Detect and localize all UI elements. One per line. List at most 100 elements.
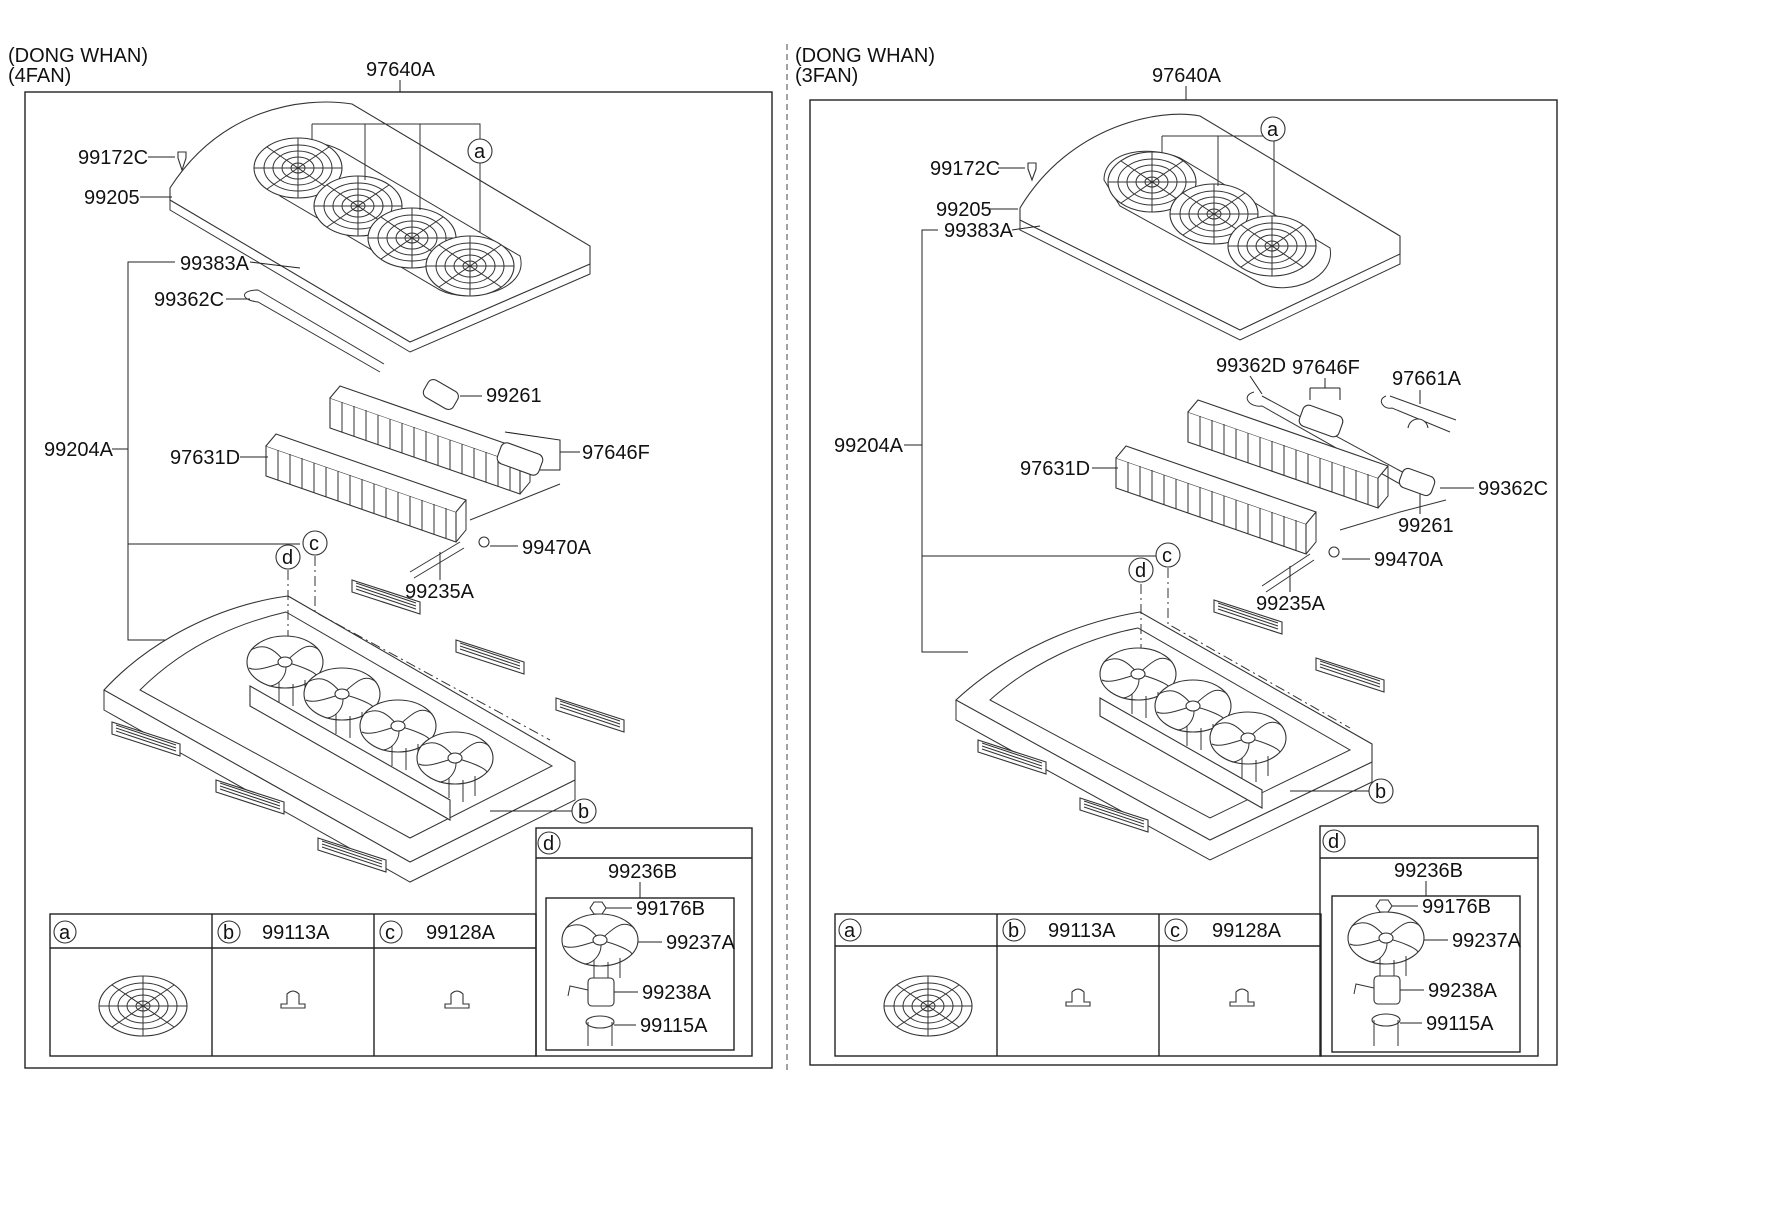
right-callout-b-letter: b xyxy=(1375,781,1386,803)
left-assembly-label: 97640A xyxy=(366,59,436,81)
left-lower-housing xyxy=(103,579,625,883)
right-frame xyxy=(809,99,1558,1066)
left-detail-band xyxy=(585,1015,615,1029)
left-label-9: 99470A xyxy=(522,537,592,559)
left-legend-b: b xyxy=(223,922,234,944)
left-legend-c: c xyxy=(385,922,395,944)
right-legend-c-part: 99128A xyxy=(1212,920,1282,942)
right-label-7: 99204A xyxy=(834,435,904,457)
left-panel-4fan: (DONG WHAN) (4FAN) 97640A a 99172C 99205… xyxy=(8,45,773,1069)
right-label-6: 97661A xyxy=(1392,368,1462,390)
right-screw xyxy=(1027,162,1037,182)
right-callout-d-letter: d xyxy=(1135,560,1146,582)
right-label-4: 99362D xyxy=(1216,355,1286,377)
left-header-variant: (4FAN) xyxy=(8,65,71,87)
left-detail-p3: 99238A xyxy=(642,982,712,1004)
right-legend-b: b xyxy=(1008,920,1019,942)
left-label-6: 97646F xyxy=(582,442,650,464)
left-legend-clip-b xyxy=(280,990,306,1009)
right-legend-clip-b xyxy=(1065,988,1091,1007)
left-callout-d xyxy=(275,544,301,570)
left-legend-b-part: 99113A xyxy=(262,922,330,944)
right-legend-a: a xyxy=(844,920,856,942)
left-detail-p1: 99176B xyxy=(636,898,705,920)
right-label-10: 99261 xyxy=(1398,515,1454,537)
right-callout-d xyxy=(1128,557,1154,583)
left-legend-clip-c xyxy=(444,990,470,1009)
left-callout-d-letter: d xyxy=(282,547,293,569)
right-detail-p1: 99176B xyxy=(1422,896,1491,918)
left-detail-p4: 99115A xyxy=(640,1015,708,1037)
right-callout-c xyxy=(1155,542,1181,568)
right-hose xyxy=(1261,553,1315,593)
left-label-2: 99205 xyxy=(84,187,140,209)
left-legend-table: a b 99113A c 99128A xyxy=(49,913,537,1057)
right-header-brand: (DONG WHAN) xyxy=(795,45,935,67)
right-vent-1 xyxy=(977,739,1047,775)
right-receiver xyxy=(1298,404,1344,438)
right-legend-clip-c xyxy=(1229,988,1255,1007)
right-legend-grille xyxy=(883,975,973,1037)
left-callout-c-letter: c xyxy=(309,533,319,555)
right-legend-c: c xyxy=(1170,920,1180,942)
right-lower-housing xyxy=(955,599,1385,861)
right-label-11: 99470A xyxy=(1374,549,1444,571)
right-vent-4 xyxy=(1315,657,1385,693)
left-label-3: 99383A xyxy=(180,253,250,275)
left-detail-d: d 99236B 99176B 99237A 99238A 99115A xyxy=(535,827,753,1057)
left-receiver xyxy=(496,442,544,476)
right-detail-motor xyxy=(1373,975,1401,1005)
left-detail-p2: 99237A xyxy=(666,932,736,954)
right-label-9: 99362C xyxy=(1478,478,1548,500)
right-detail-p3: 99238A xyxy=(1428,980,1498,1002)
right-vent-2 xyxy=(1079,797,1149,833)
left-detail-fan xyxy=(561,913,639,985)
right-callout-a xyxy=(1260,116,1286,142)
right-assembly-label: 97640A xyxy=(1152,65,1222,87)
left-detail-assembly: 99236B xyxy=(608,861,677,883)
right-detail-letter: d xyxy=(1328,831,1339,853)
right-header-variant: (3FAN) xyxy=(795,65,858,87)
right-detail-fan xyxy=(1347,911,1425,983)
right-callout-a-letter: a xyxy=(1267,119,1279,141)
left-drier xyxy=(422,378,459,411)
left-label-5: 99261 xyxy=(486,385,542,407)
left-legend-a: a xyxy=(59,922,71,944)
left-hose xyxy=(409,541,465,579)
right-label-1: 99172C xyxy=(930,158,1000,180)
left-legend-grille xyxy=(98,975,188,1037)
right-label-8: 97631D xyxy=(1020,458,1090,480)
right-callout-c-letter: c xyxy=(1162,545,1172,567)
left-vent-6 xyxy=(555,697,625,733)
left-callout-c xyxy=(302,530,328,556)
right-detail-d: d 99236B 99176B 99237A 99238A 99115A xyxy=(1319,825,1539,1057)
left-label-10: 99235A xyxy=(405,581,475,603)
left-label-7: 97631D xyxy=(170,447,240,469)
right-legend-b-part: 99113A xyxy=(1048,920,1116,942)
left-label-1: 99172C xyxy=(78,147,148,169)
left-vent-5 xyxy=(455,639,525,675)
left-header-brand: (DONG WHAN) xyxy=(8,45,148,67)
left-legend-c-part: 99128A xyxy=(426,922,496,944)
right-label-3: 99383A xyxy=(944,220,1014,242)
left-frame xyxy=(24,91,773,1069)
left-screw xyxy=(177,151,187,172)
left-label-8: 99204A xyxy=(44,439,114,461)
right-detail-p2: 99237A xyxy=(1452,930,1522,952)
left-label-4: 99362C xyxy=(154,289,224,311)
right-detail-assembly: 99236B xyxy=(1394,860,1463,882)
left-top-cover xyxy=(169,101,591,353)
left-detail-motor xyxy=(587,977,615,1007)
left-callout-b-letter: b xyxy=(578,801,589,823)
left-detail-letter: d xyxy=(543,833,554,855)
left-callout-a xyxy=(467,138,493,164)
right-label-5: 97646F xyxy=(1292,357,1360,379)
right-label-12: 99235A xyxy=(1256,593,1326,615)
right-detail-band xyxy=(1371,1013,1401,1027)
right-legend-table: a b 99113A c 99128A xyxy=(834,913,1322,1057)
right-drier xyxy=(1398,467,1436,497)
right-label-2: 99205 xyxy=(936,199,992,221)
right-grille-3 xyxy=(1227,215,1317,277)
left-grille-4 xyxy=(425,235,515,297)
